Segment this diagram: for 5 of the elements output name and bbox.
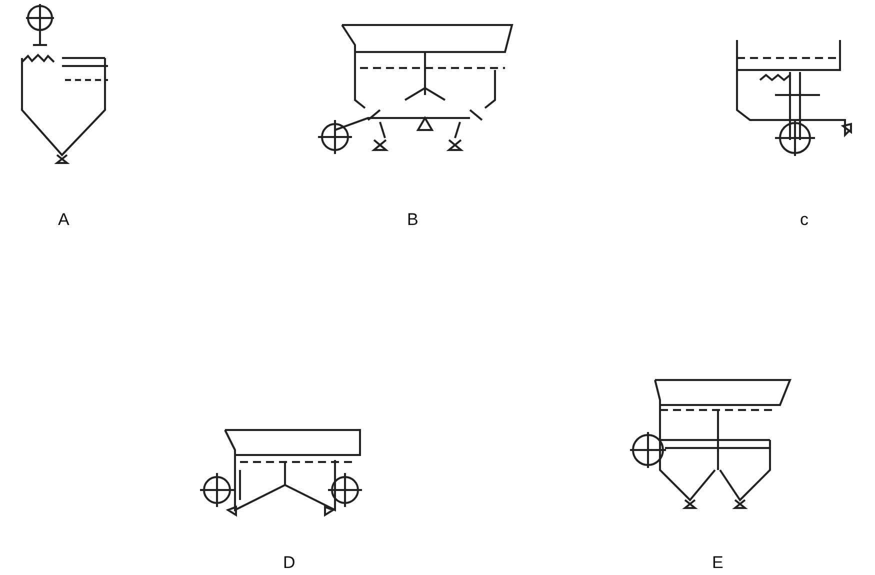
figure-letter: D (283, 553, 296, 573)
figure-letter: B (407, 210, 418, 230)
figure-letter: c (800, 210, 808, 230)
figure-letter: E (712, 553, 724, 573)
figure-letter: A (58, 210, 70, 230)
